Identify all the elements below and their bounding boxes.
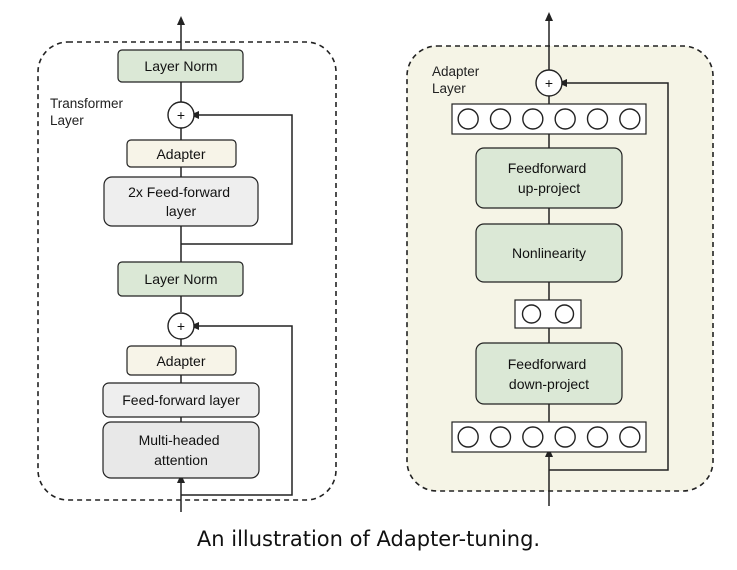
top-vector-node <box>554 108 576 130</box>
top-vector-node <box>522 108 544 130</box>
mha-box <box>102 421 260 479</box>
up-project-label: Feedforward up-project <box>508 160 590 196</box>
add-top-circle <box>167 101 195 129</box>
down-project-box <box>475 342 623 405</box>
layer-norm-top-label: Layer Norm <box>144 58 217 74</box>
up-project-box <box>475 147 623 209</box>
top-vector-node <box>619 108 641 130</box>
adapter-top-label: Adapter <box>156 146 205 162</box>
bottom-vector-node <box>619 426 641 448</box>
adapter-bottom-label: Adapter <box>156 353 205 369</box>
adapter-add-circle <box>535 69 563 97</box>
add-top-symbol: + <box>177 107 185 123</box>
layer-norm-mid-label: Layer Norm <box>144 271 217 287</box>
top-vector-node <box>489 108 512 130</box>
top-vector-node <box>457 108 479 130</box>
transformer-layer-border <box>37 41 337 501</box>
layer-norm-mid-box <box>117 261 244 297</box>
bottleneck-node <box>521 304 542 324</box>
bottom-vector-node <box>457 426 479 448</box>
adapter-bottom-box <box>126 345 237 376</box>
layer-norm-top-box <box>117 49 244 83</box>
bottom-vector-node <box>489 426 512 448</box>
adapter-layer-label: Adapter Layer <box>432 64 483 96</box>
transformer-layer-panel: Transformer Layer Layer Norm + Adapter <box>37 16 337 512</box>
top-vector-node <box>586 108 609 130</box>
adapter-skip-connection <box>549 79 669 471</box>
add-bottom-circle <box>167 312 195 340</box>
adapter-top-box <box>126 139 237 168</box>
adapter-add-symbol: + <box>545 75 553 91</box>
nonlinearity-label: Nonlinearity <box>512 245 586 261</box>
adapter-layer-panel: Adapter Layer + Feedforward up-project N… <box>406 12 714 506</box>
nonlinearity-box <box>475 223 623 283</box>
bottom-vector-node <box>554 426 576 448</box>
figure-caption: An illustration of Adapter-tuning. <box>196 527 541 551</box>
ffn-2x-label: 2x Feed-forward layer <box>128 184 234 219</box>
bottom-vector-node <box>522 426 544 448</box>
ffn-label: Feed-forward layer <box>122 392 240 408</box>
top-vector-box <box>451 103 647 135</box>
bottom-vector-box <box>451 421 647 453</box>
bottleneck-node <box>554 304 575 324</box>
add-bottom-symbol: + <box>177 318 185 334</box>
adapter-tuning-diagram: Transformer Layer Layer Norm + Adapter <box>37 12 714 512</box>
transformer-layer-label: Transformer Layer <box>50 96 127 128</box>
down-project-label: Feedforward down-project <box>508 356 590 392</box>
ffn-2x-box <box>103 176 259 227</box>
mha-label: Multi-headed attention <box>139 432 224 468</box>
bottom-vector-node <box>586 426 609 448</box>
ffn-box <box>102 382 260 418</box>
